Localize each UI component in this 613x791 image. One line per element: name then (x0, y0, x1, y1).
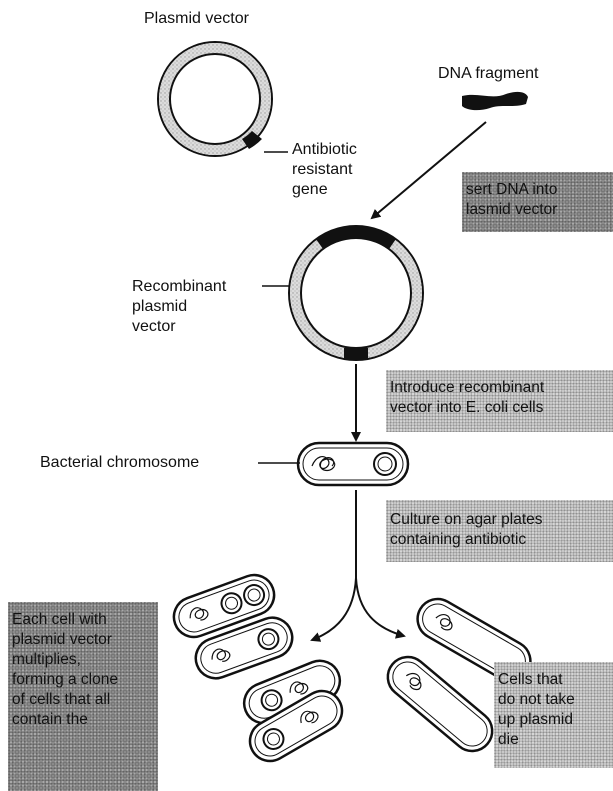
branch-right-arrow (356, 578, 404, 636)
resistance-gene-band (344, 348, 368, 359)
bacterial-chromosome-label: Bacterial chromosome (40, 453, 199, 473)
dna-fragment-label: DNA fragment (438, 64, 538, 84)
introduce-step-box: Introduce recombinant vector into E. col… (386, 370, 613, 432)
insert-step-box: sert DNA into lasmid vector (462, 172, 613, 232)
branch-left-arrow (312, 578, 356, 640)
antibiotic-gene-label: Antibiotic resistant gene (292, 140, 357, 200)
clone-step-box: Each cell with plasmid vector multiplies… (8, 602, 158, 791)
recombinant-plasmid-ring (289, 226, 423, 360)
recombinant-label: Recombinant plasmid vector (132, 277, 226, 337)
plasmid-vector-ring (158, 42, 272, 156)
die-step-box: Cells that do not take up plasmid die (494, 662, 613, 768)
dna-fragment-shape (462, 92, 528, 110)
plasmid-vector-label: Plasmid vector (144, 9, 249, 29)
bacterial-cell (298, 443, 408, 485)
culture-step-box: Culture on agar plates containing antibi… (386, 500, 613, 562)
